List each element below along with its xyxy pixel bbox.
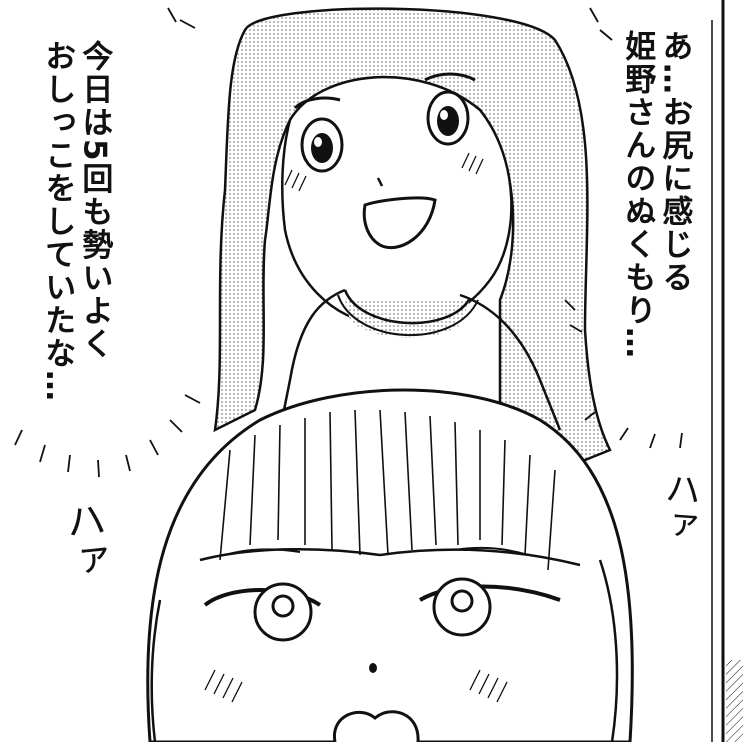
speech-left-line-1: 今日は5回も勢いよく xyxy=(76,40,113,361)
sfx-panting-left: ハァ xyxy=(56,497,112,583)
speech-right-line-1: あ…お尻に感じる xyxy=(656,30,693,294)
emotion-strokes-left xyxy=(14,7,201,478)
speech-left-line-2: おしっこをしていたな… xyxy=(39,40,76,403)
speech-text-right: あ…お尻に感じる 姫野さんのぬくもり… xyxy=(618,30,692,450)
hatched-corner xyxy=(726,660,743,742)
speech-right-line-2: 姫野さんのぬくもり… xyxy=(619,30,656,360)
panel-border-right xyxy=(711,0,725,742)
speech-text-left: 今日は5回も勢いよく おしっこをしていたな… xyxy=(38,40,112,460)
back-character xyxy=(213,7,612,472)
emotion-strokes-right xyxy=(564,7,683,449)
sfx-panting-right: ハァ xyxy=(655,468,702,544)
front-character xyxy=(146,388,634,742)
